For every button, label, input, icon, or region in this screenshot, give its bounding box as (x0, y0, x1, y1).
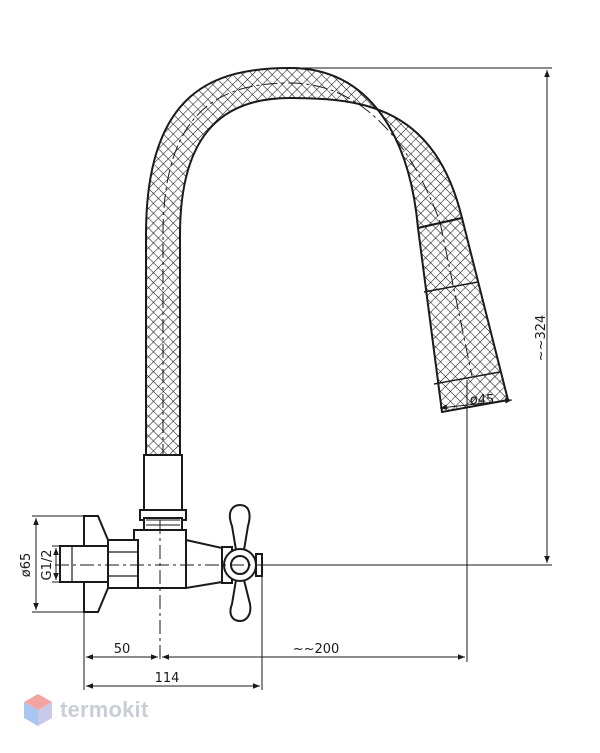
hexagon-logo-icon (24, 694, 52, 726)
valve-body (107, 529, 233, 590)
dim-axis-to-outlet: ~~200 (293, 642, 340, 657)
brand-name: termokit (60, 697, 149, 722)
hose-sleeve (139, 454, 187, 531)
centerlines (55, 520, 270, 660)
dim-total-height: ~~324 (534, 315, 549, 362)
dimension-lines (33, 70, 550, 689)
dim-outlet-diameter: ø45 (470, 393, 495, 408)
braided-hose (145, 66, 464, 459)
dim-total-width: 114 (155, 671, 180, 686)
spray-head (416, 216, 510, 414)
dim-thread: G1/2 (40, 550, 55, 581)
dim-line-outlet (439, 397, 513, 411)
dim-wall-to-axis: 50 (114, 642, 131, 657)
extension-lines (32, 67, 552, 690)
wall-flange (59, 515, 109, 613)
brand-logo: termokit (24, 690, 148, 730)
cross-handle (223, 503, 263, 623)
dim-base-diameter: ø65 (19, 553, 34, 578)
